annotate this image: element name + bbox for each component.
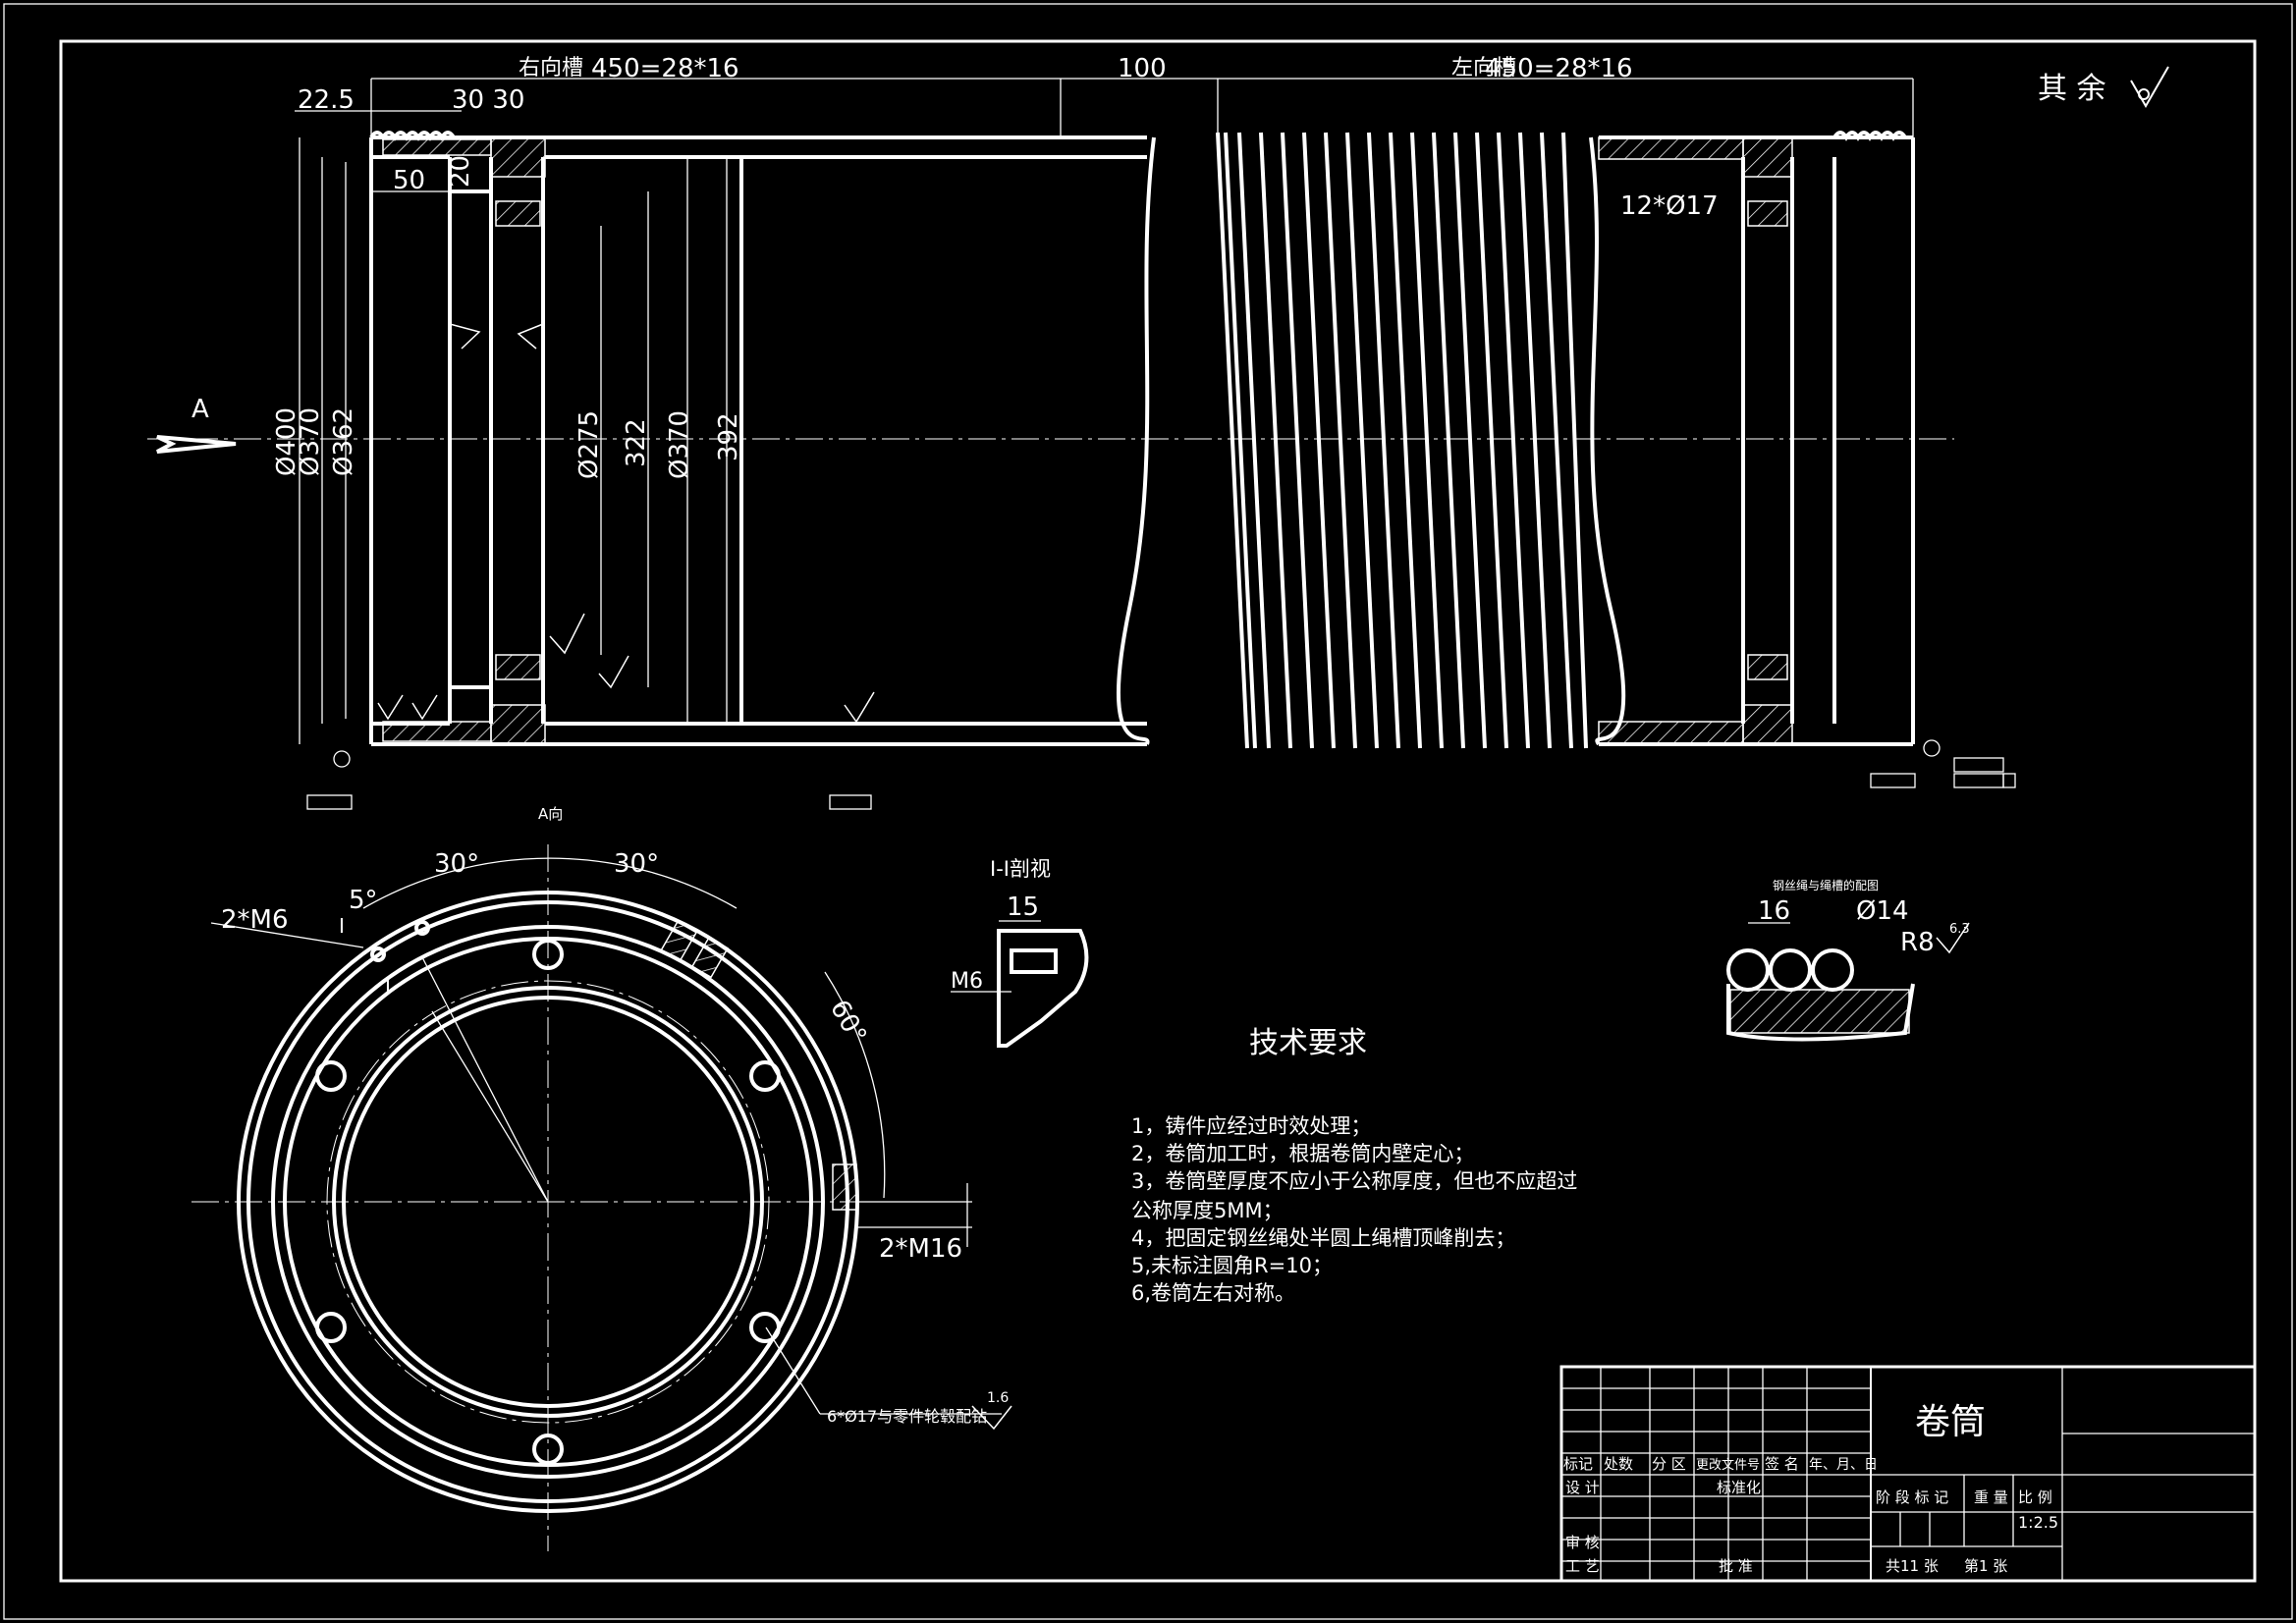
row-design: 设 计 <box>1565 1479 1600 1496</box>
tech-item: 3，卷筒壁厚度不应小于公称厚度，但也不应超过 <box>1131 1169 1577 1193</box>
section-thread-m6: M6 <box>951 969 983 994</box>
tech-requirements: 技术要求 1，铸件应经过时效处理； 2，卷筒加工时，根据卷筒内壁定心； 3，卷筒… <box>1131 1026 1577 1305</box>
header-signature: 签 名 <box>1765 1455 1799 1473</box>
sheets-total: 共11 张 <box>1886 1557 1939 1575</box>
row-process: 工 艺 <box>1565 1557 1600 1575</box>
tech-item: 1，铸件应经过时效处理； <box>1131 1114 1371 1138</box>
dim-22-5: 22.5 <box>298 85 355 115</box>
row-check: 审 核 <box>1565 1534 1600 1551</box>
view-a: A向 30° 30° 5° 60° 2*M6 2* <box>191 805 1012 1551</box>
outer-border <box>3 3 2293 1620</box>
main-view-labels: 右向槽 450=28*16 100 左向槽 450=28*16 其 余 22.5… <box>191 54 2169 810</box>
tech-item: 2，卷筒加工时，根据卷筒内壁定心； <box>1131 1142 1474 1165</box>
header-date: 年、月、日 <box>1809 1457 1878 1473</box>
rope-roughness: 6.3 <box>1949 922 1970 937</box>
left-groove-value: 450=28*16 <box>1485 54 1633 83</box>
dim-20: 20 <box>446 155 475 188</box>
tech-item: 6,卷筒左右对称。 <box>1131 1281 1295 1305</box>
section-mark-2: I <box>385 975 391 999</box>
holes-12x17: 12*Ø17 <box>1620 191 1719 221</box>
rope-dia-14: Ø14 <box>1856 896 1909 926</box>
row-standardize: 标准化 <box>1717 1479 1761 1496</box>
section-i-title: I-I剖视 <box>990 857 1051 881</box>
rope-radius-r8: R8 <box>1900 928 1935 957</box>
part-name: 卷筒 <box>1915 1402 1986 1442</box>
thread-2xm6: 2*M6 <box>221 905 289 935</box>
left-groove-label: 左向槽 <box>1451 56 1516 81</box>
section-i-i: I-I剖视 15 M6 <box>951 857 1089 1048</box>
angle-5: 5° <box>349 886 378 915</box>
sheet-number: 第1 张 <box>1964 1557 2007 1575</box>
tech-item: 公称厚度5MM； <box>1131 1199 1284 1222</box>
view-a-title: A向 <box>538 805 563 823</box>
section-mark-1: I <box>339 914 345 938</box>
roughness-1-6: 1.6 <box>987 1390 1009 1406</box>
dia-400: Ø400 <box>272 407 301 476</box>
dia-362: Ø362 <box>329 407 358 476</box>
thread-2xm16: 2*M16 <box>879 1234 962 1264</box>
dim-50: 50 <box>393 166 425 195</box>
header-mark: 标记 <box>1563 1455 1593 1473</box>
tech-item: 4，把固定钢丝绳处半圆上绳槽顶峰削去； <box>1131 1226 1515 1250</box>
scale-label: 比 例 <box>2018 1488 2052 1506</box>
dim-30-30: 30 30 <box>452 85 524 115</box>
stage-mark: 阶 段 标 记 <box>1876 1488 1948 1506</box>
header-change-doc: 更改文件号 <box>1696 1458 1760 1473</box>
dia-275: Ø275 <box>574 410 604 479</box>
title-block: 卷筒 标记 处数 分 区 更改文件号 签 名 年、月、日 设 计 标准化 审 核… <box>1559 1365 2257 1583</box>
header-zone: 分 区 <box>1652 1455 1686 1473</box>
inner-border <box>59 39 2257 1583</box>
weight-label: 重 量 <box>1974 1488 2008 1506</box>
header-count: 处数 <box>1604 1455 1633 1473</box>
tech-item: 5,未标注圆角R=10； <box>1131 1254 1333 1277</box>
remaining-finish: 其 余 <box>2038 72 2106 106</box>
scale-value: 1:2.5 <box>2018 1513 2058 1532</box>
right-groove-value: 450=28*16 <box>591 54 739 83</box>
holes-note: 6*Ø17与零件轮毂配钻 <box>827 1407 987 1426</box>
angle-60: 60° <box>824 996 872 1050</box>
view-arrow-a: A <box>191 395 209 424</box>
main-section-view <box>147 78 1954 749</box>
rope-groove-lines <box>1216 132 1588 749</box>
rope-dim-16: 16 <box>1758 896 1790 926</box>
dia-370-outer: Ø370 <box>296 407 325 476</box>
dia-370-inner: Ø370 <box>665 410 694 479</box>
dim-392: 392 <box>714 412 743 461</box>
right-groove-label: 右向槽 <box>519 56 583 81</box>
angle-30-right: 30° <box>614 849 659 879</box>
row-approve: 批 准 <box>1719 1557 1753 1575</box>
dim-322: 322 <box>622 418 651 467</box>
rope-detail-title: 钢丝绳与绳槽的配图 <box>1773 878 1879 893</box>
section-dim-15: 15 <box>1007 893 1039 922</box>
middle-gap-dim: 100 <box>1118 54 1167 83</box>
angle-30-left: 30° <box>434 849 479 879</box>
tech-title: 技术要求 <box>1249 1026 1367 1060</box>
rope-detail: 钢丝绳与绳槽的配图 16 Ø14 R8 6.3 <box>1726 878 1970 1042</box>
